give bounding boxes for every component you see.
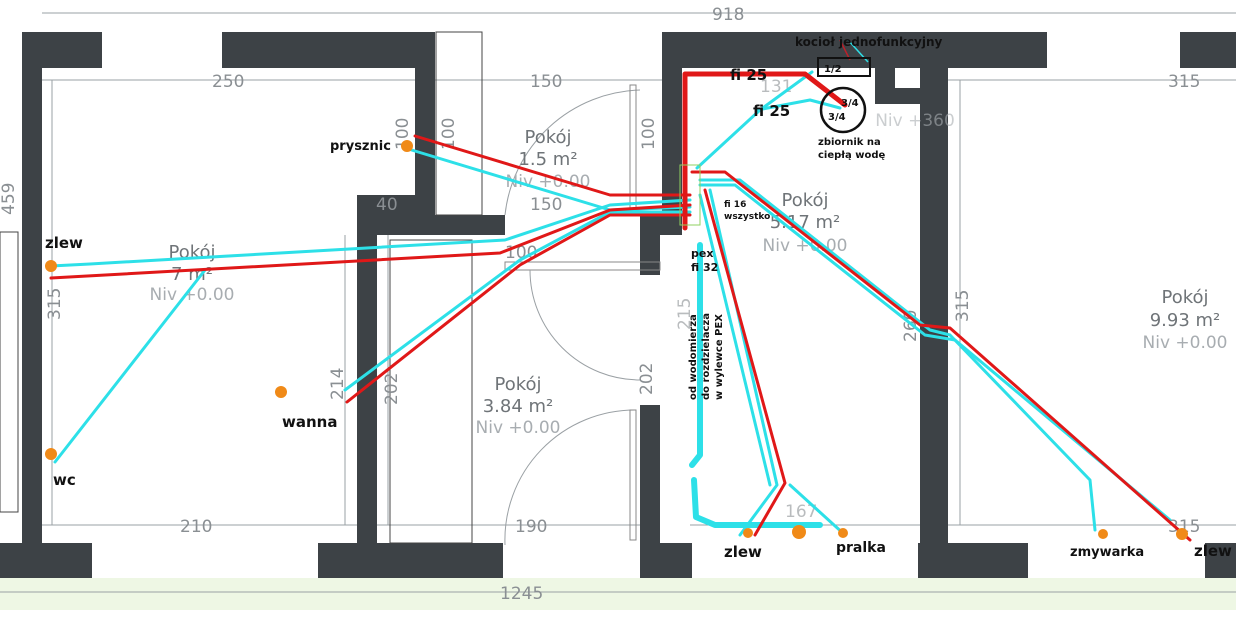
svg-text:7 m²: 7 m² [171,264,213,285]
tank-label-2: ciepłą wodę [818,150,886,161]
riser-label-1: od wodomierza [688,314,699,400]
svg-text:Pokój: Pokój [524,127,571,148]
fixture-zlew-bathroom: zlew [45,234,83,252]
dim-100b: 100 [439,118,459,150]
manifold-box [679,164,701,226]
svg-text:9.93 m²: 9.93 m² [1150,310,1221,331]
svg-text:Niv +0.00: Niv +0.00 [1143,333,1228,353]
dim-250: 250 [212,72,244,92]
dim-100c: 100 [639,118,659,150]
fi16-label-2: wszystko [724,212,770,222]
hot-water-tank-icon [819,86,867,134]
dim-150b: 150 [530,195,562,215]
dim-315-top: 315 [1168,72,1200,92]
dim-top-total: 918 [712,5,744,25]
fixture-prysznic: prysznic [330,139,391,154]
riser-label-2: do rozdzielacza [701,313,712,400]
dim-315-bottom: 315 [1168,517,1200,537]
boiler-box [817,57,871,77]
fi25-label-b: fi 25 [753,102,790,120]
dim-202a: 202 [382,373,402,405]
svg-text:Niv +0.00: Niv +0.00 [506,172,591,192]
dim-214: 214 [328,368,348,400]
walls [0,32,1236,578]
dim-202b: 202 [637,363,657,395]
fixture-points [45,140,1188,540]
riser-label-3: w wylewce PEX [714,314,725,400]
svg-text:Niv +0.00: Niv +0.00 [476,418,561,438]
dim-150a: 150 [530,72,562,92]
fi25-label-a: fi 25 [730,66,767,84]
fixture-zlew-kitchen: zlew [724,543,762,561]
fi16-label-1: fi 16 [724,200,746,210]
svg-text:Pokój: Pokój [1161,287,1208,308]
dim-167: 167 [785,502,817,522]
dim-190: 190 [515,517,547,537]
tank-label-1: zbiornik na [818,137,881,148]
dim-210: 210 [180,517,212,537]
boiler-half-label: 1/2 [824,64,842,75]
svg-text:Pokój: Pokój [494,374,541,395]
dim-215: 215 [675,298,695,330]
fixture-wanna: wanna [282,413,337,431]
svg-text:Pokój: Pokój [781,190,828,211]
fixture-pralka: pralka [836,540,886,556]
balcony-strip [0,578,1236,610]
tank-out-label: 3/4 [828,112,846,123]
dim-315-mid: 315 [953,290,973,322]
pex-label-2: fi 32 [691,261,718,274]
tank-in-label: 3/4 [841,98,859,109]
dim-459: 459 [0,183,19,215]
svg-text:1.5 m²: 1.5 m² [518,149,577,170]
dim-315-left: 315 [45,288,65,320]
boiler-label: kocioł jednofunkcyjny [795,35,943,49]
hot-water-pipes [49,39,1192,542]
fixture-zmywarka: zmywarka [1070,545,1144,560]
dim-bottom-total: 1245 [500,584,543,604]
fixture-wc: wc [53,471,76,489]
pex-label-1: pex [691,247,713,260]
svg-text:3.84 m²: 3.84 m² [483,396,554,417]
svg-text:Niv +0.00: Niv +0.00 [150,285,235,305]
dim-40: 40 [376,195,398,215]
fixture-zlew-right: zlew [1194,542,1232,560]
svg-text:Niv +360: Niv +360 [875,111,955,131]
